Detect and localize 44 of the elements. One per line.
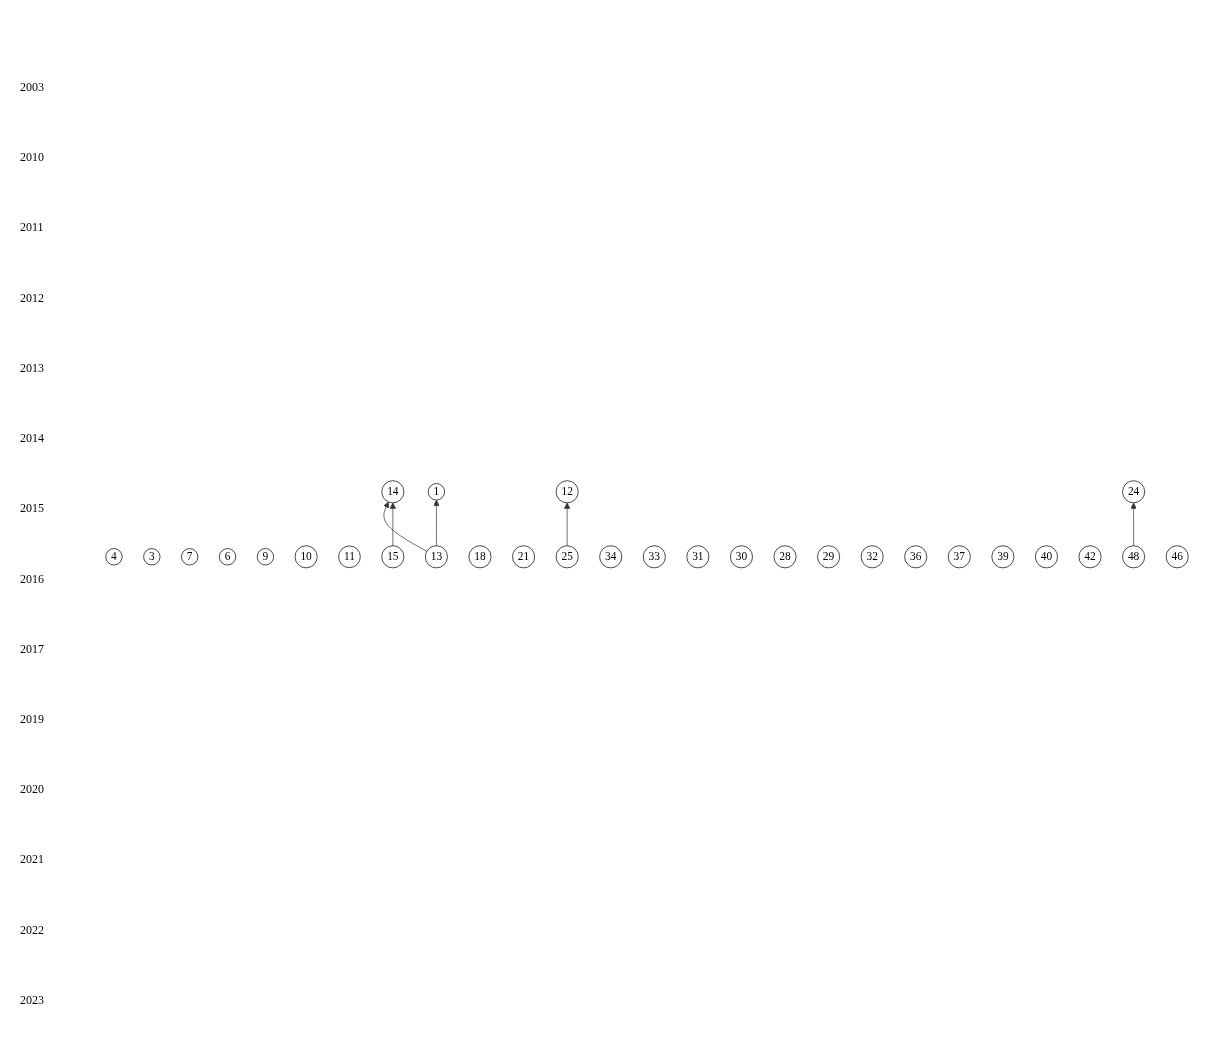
year-label: 2016 — [20, 571, 45, 587]
node-circle: 24 — [1122, 480, 1146, 503]
year-label: 2010 — [20, 150, 45, 166]
year-label: 2014 — [20, 431, 45, 447]
node-circle: 25 — [555, 545, 579, 568]
year-label: 2013 — [20, 360, 45, 376]
node-circle: 21 — [512, 545, 535, 568]
node-circle: 34 — [599, 545, 623, 568]
node-circle: 6 — [218, 547, 237, 566]
node-circle: 32 — [860, 545, 884, 568]
node-circle: 9 — [256, 547, 274, 566]
node-circle: 1 — [427, 482, 445, 501]
node-circle: 14 — [381, 480, 405, 503]
node-circle: 12 — [555, 480, 579, 503]
year-label: 2015 — [20, 501, 45, 517]
year-label: 2011 — [20, 220, 45, 236]
node-circle: 42 — [1078, 545, 1102, 568]
year-label: 2023 — [20, 992, 45, 1008]
year-label: 2017 — [20, 641, 45, 657]
node-circle: 3 — [143, 547, 161, 566]
year-label: 2003 — [20, 80, 45, 95]
node-circle: 4 — [105, 547, 123, 566]
node-circle: 10 — [294, 545, 318, 568]
node-circle: 39 — [991, 545, 1015, 568]
node-circle: 11 — [338, 545, 361, 568]
node-circle: 29 — [817, 545, 840, 568]
node-circle: 46 — [1165, 545, 1189, 568]
node-circle: 15 — [381, 545, 405, 568]
year-label: 2021 — [20, 852, 45, 868]
node-circle: 37 — [947, 545, 971, 568]
node-circle: 28 — [773, 545, 797, 568]
year-label: 2012 — [20, 290, 45, 306]
node-circle: 36 — [904, 545, 928, 568]
node-circle: 48 — [1122, 545, 1146, 568]
node-circle: 18 — [468, 545, 492, 568]
node-circle: 31 — [686, 545, 710, 568]
node-circle: 7 — [181, 547, 199, 566]
node-circle: 33 — [642, 545, 666, 568]
year-label: 2019 — [20, 711, 45, 727]
node-circle: 13 — [425, 545, 448, 568]
node-circle: 40 — [1035, 545, 1058, 568]
node-circle: 30 — [730, 545, 753, 568]
year-label: 2022 — [20, 922, 45, 938]
year-label: 2020 — [20, 782, 45, 798]
